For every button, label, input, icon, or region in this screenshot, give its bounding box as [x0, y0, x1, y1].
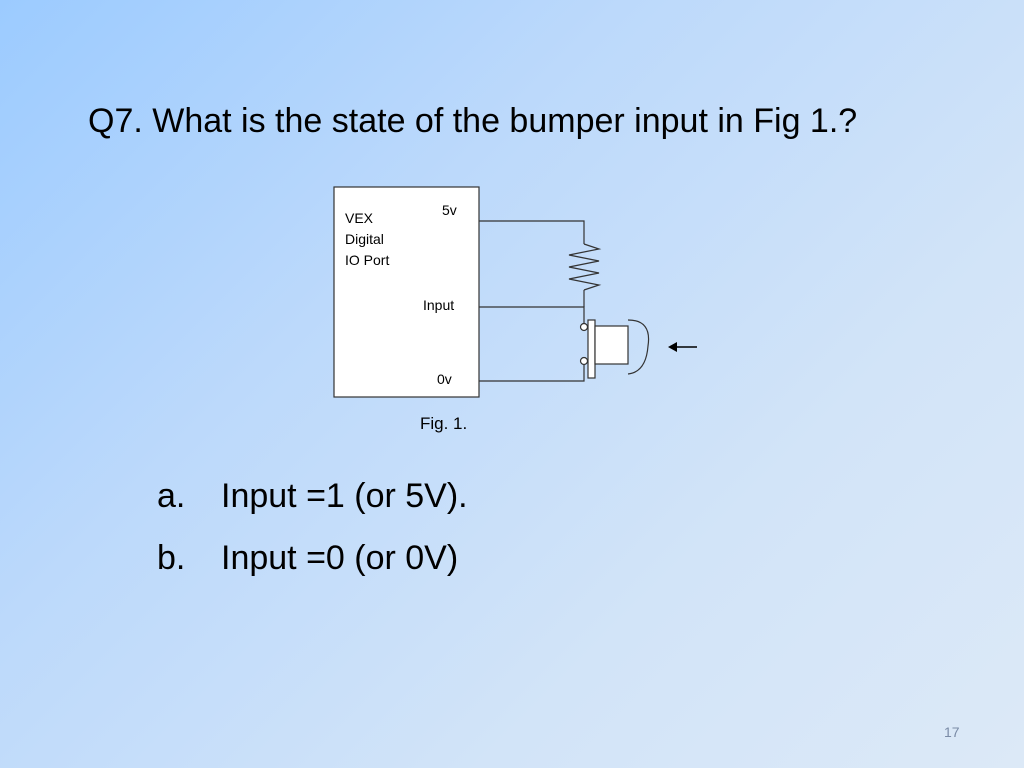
press-arrow-head [668, 342, 677, 352]
figure-caption: Fig. 1. [420, 414, 467, 433]
pullup-resistor [568, 243, 602, 291]
pin-label-input: Input [423, 297, 454, 313]
port-label-vex: VEX [345, 210, 374, 226]
bumper-switch-plunger [594, 325, 629, 365]
answer-option-b[interactable]: b. Input =0 (or 0V) [157, 536, 468, 598]
slide-number: 17 [944, 724, 960, 740]
question-title: Q7. What is the state of the bumper inpu… [88, 102, 858, 140]
wire-5v [479, 220, 585, 244]
pin-label-5v: 5v [442, 202, 457, 218]
switch-contact-top [579, 322, 589, 332]
port-label-io-port: IO Port [345, 252, 389, 268]
bumper-switch-plate [587, 319, 596, 379]
wire-input [479, 306, 585, 323]
switch-contact-bottom [579, 356, 589, 366]
answer-option-a[interactable]: a. Input =1 (or 5V). [157, 474, 468, 536]
answer-text-a: Input =1 (or 5V). [221, 477, 468, 515]
answer-list: a. Input =1 (or 5V). b. Input =0 (or 0V) [157, 474, 468, 598]
answer-marker-b: b. [157, 539, 186, 577]
wire-0v [479, 365, 585, 382]
answer-text-b: Input =0 (or 0V) [221, 539, 459, 577]
bumper-switch-cap [627, 319, 650, 375]
pin-label-0v: 0v [437, 371, 452, 387]
io-port-box [333, 186, 480, 398]
answer-marker-a: a. [157, 477, 186, 515]
port-label-digital: Digital [345, 231, 384, 247]
